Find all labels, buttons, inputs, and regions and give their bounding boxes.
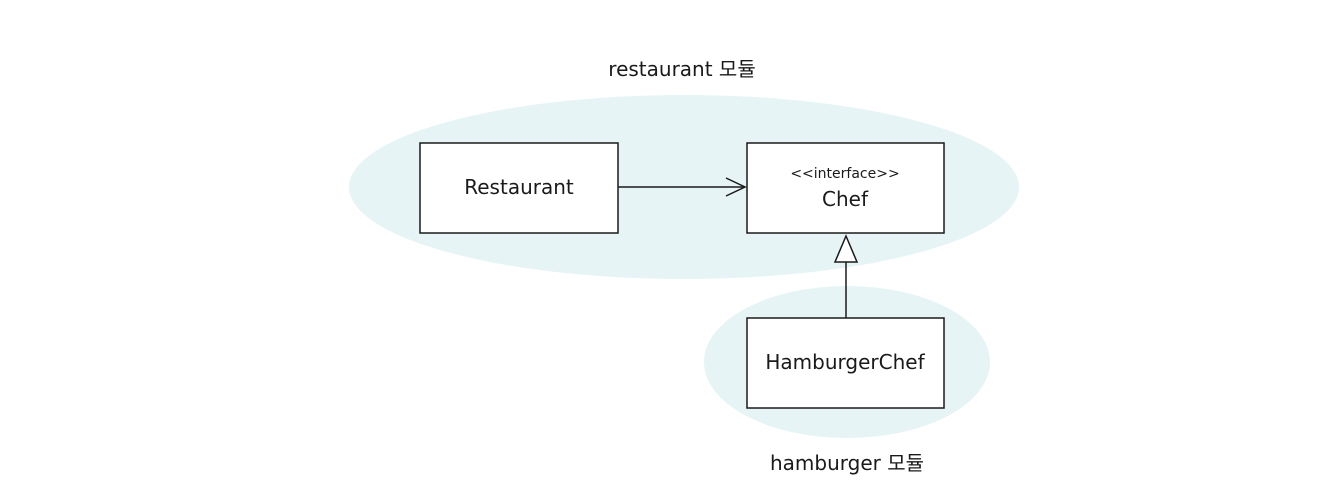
restaurant-class-name: Restaurant [464, 175, 574, 199]
chef-interface-box [746, 142, 945, 234]
hamburger-chef-class-name: HamburgerChef [765, 350, 925, 374]
restaurant-module-label: restaurant 모듈 [608, 57, 755, 81]
dependency-arrow-head [725, 177, 747, 197]
realization-arrow [833, 234, 859, 318]
hamburger-chef-class-box [746, 317, 945, 409]
hamburger-module-label: hamburger 모듈 [770, 451, 924, 475]
chef-interface-name: Chef [822, 187, 869, 211]
dependency-arrow [618, 177, 747, 197]
restaurant-class-box [419, 142, 619, 234]
chef-stereotype: <<interface>> [790, 166, 899, 182]
realization-arrow-head [833, 234, 859, 263]
